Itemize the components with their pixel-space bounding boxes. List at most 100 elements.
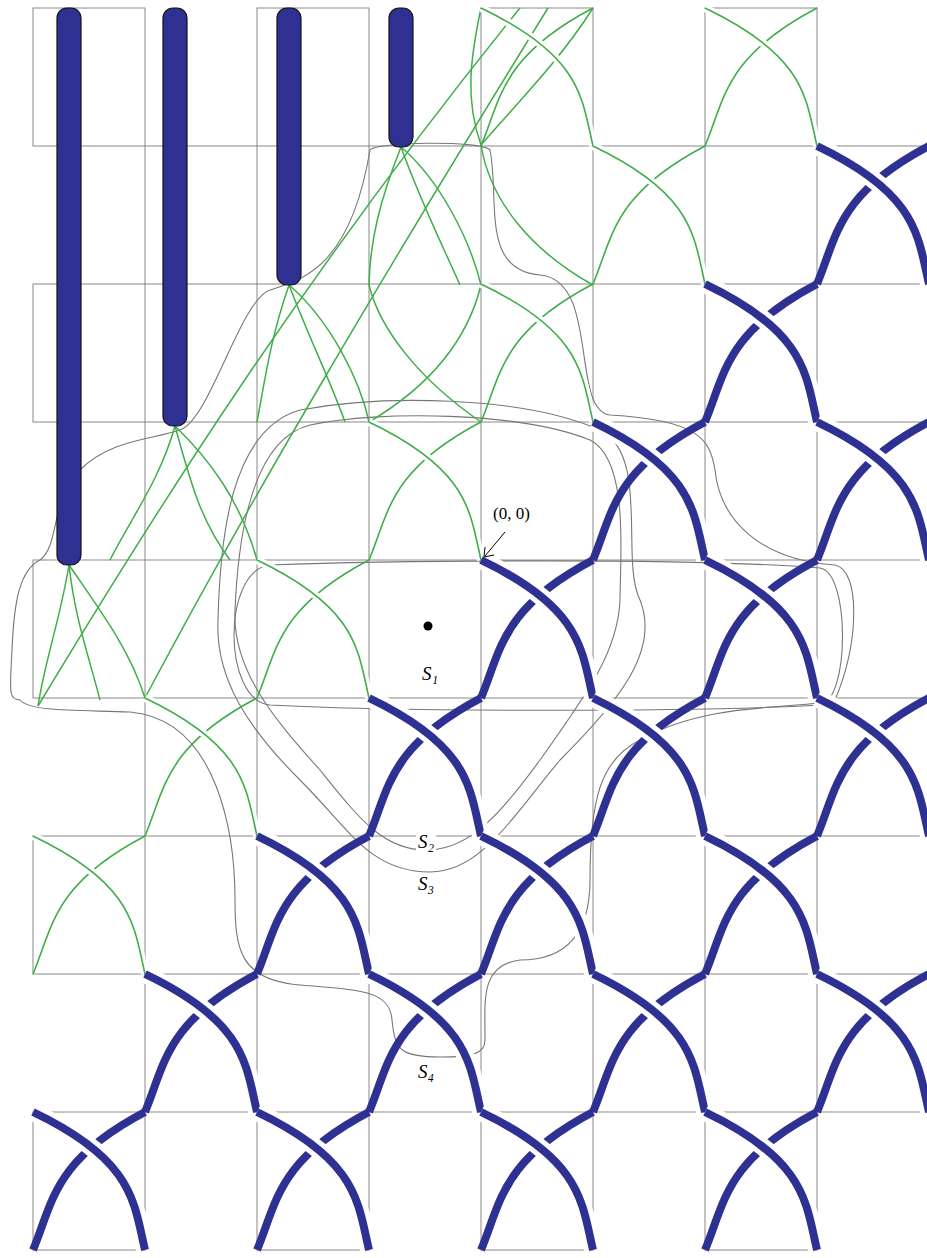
crossing-tile	[705, 836, 817, 974]
under-strand	[593, 146, 705, 284]
under-strand	[257, 1112, 369, 1250]
under-strand	[481, 284, 593, 422]
over-strand	[481, 284, 593, 422]
over-strand	[481, 836, 593, 974]
over-strand	[481, 1112, 593, 1250]
under-strand	[705, 284, 817, 422]
crossing-tile	[817, 698, 927, 836]
under-strand	[369, 422, 481, 560]
strand-gap	[145, 974, 257, 1112]
tile-outline	[369, 422, 481, 560]
over-strand	[817, 974, 927, 1112]
thin-strand	[38, 565, 69, 706]
over-strand	[33, 836, 145, 974]
tile-outline	[257, 284, 369, 422]
under-strand	[481, 560, 593, 698]
under-strand	[593, 698, 705, 836]
thick-strand	[277, 8, 301, 285]
thin-strand	[401, 147, 481, 285]
strand-gap	[369, 422, 481, 560]
over-strand	[593, 698, 705, 836]
crossing-tile	[369, 422, 481, 560]
under-strand	[705, 8, 817, 146]
over-strand	[481, 560, 593, 698]
under-strand	[481, 836, 593, 974]
strand-gap	[481, 560, 593, 698]
over-strand	[369, 974, 481, 1112]
tile-outline	[481, 284, 593, 422]
tile-outline	[817, 146, 927, 284]
strand-gap	[33, 836, 145, 974]
thin-strand	[175, 426, 257, 560]
tile-outline	[481, 8, 593, 146]
thin-strand	[481, 145, 593, 285]
thin-strand	[257, 285, 289, 422]
over-strand	[145, 698, 257, 836]
strand-gap	[481, 284, 593, 422]
thin-strand	[369, 285, 481, 422]
over-strand	[369, 698, 481, 836]
thin-strand	[175, 426, 230, 560]
tile-outline	[257, 8, 369, 146]
strand-gap	[257, 560, 369, 698]
crossing-tile	[257, 560, 369, 698]
tile-outline	[257, 836, 369, 974]
crossing-tile	[817, 974, 927, 1112]
thin-strand	[289, 285, 369, 422]
tile-outline	[593, 974, 705, 1112]
strand-gap	[481, 836, 593, 974]
over-strand	[705, 1112, 817, 1250]
over-strand	[369, 422, 481, 560]
crossing-tile	[33, 1112, 145, 1250]
crossing-tile	[705, 284, 817, 422]
under-strand	[369, 698, 481, 836]
over-strand	[145, 974, 257, 1112]
curve-label: S₁	[420, 664, 440, 685]
curve-label: S₃	[416, 874, 436, 895]
origin-dot	[424, 622, 433, 631]
tile-outline	[257, 1112, 369, 1250]
thick-strand	[163, 8, 187, 426]
under-strand	[33, 836, 145, 974]
strand-gap	[33, 1112, 145, 1250]
under-strand	[817, 698, 927, 836]
over-strand	[257, 560, 369, 698]
curve-label: S₄	[416, 1062, 436, 1083]
under-strand	[705, 836, 817, 974]
strand-gap	[369, 698, 481, 836]
tile-outline	[33, 1112, 145, 1250]
crossing-tile	[257, 836, 369, 974]
curve-label: S₂	[416, 832, 436, 853]
tile-outline	[705, 836, 817, 974]
tile-outline	[817, 698, 927, 836]
crossing-tile	[145, 974, 257, 1112]
strand-gap	[817, 974, 927, 1112]
crossing-tile	[593, 698, 705, 836]
strand-gap	[817, 698, 927, 836]
tile-outline	[481, 1112, 593, 1250]
thin-strand	[401, 147, 460, 285]
crossing-tile	[593, 974, 705, 1112]
crossing-tile	[369, 698, 481, 836]
thin-strand	[69, 565, 145, 698]
strand-gap	[705, 284, 817, 422]
crossing-tile	[593, 146, 705, 284]
strand-gap	[593, 974, 705, 1112]
strand-gap	[369, 974, 481, 1112]
crossing-tile	[481, 836, 593, 974]
thin-strand	[289, 285, 345, 422]
curve-s3	[218, 400, 645, 872]
crossing-tile	[481, 284, 593, 422]
strand-gap	[257, 1112, 369, 1250]
tile-outline	[33, 560, 145, 698]
curve-s1	[234, 561, 843, 710]
crossing-tile	[593, 422, 705, 560]
strand-gap	[481, 1112, 593, 1250]
tile-outline	[481, 560, 593, 698]
over-strand	[593, 422, 705, 560]
tile-outline	[817, 422, 927, 560]
over-strand	[257, 836, 369, 974]
tile-outline	[369, 974, 481, 1112]
crossing-tile	[705, 1112, 817, 1250]
strand-gap	[817, 146, 927, 284]
